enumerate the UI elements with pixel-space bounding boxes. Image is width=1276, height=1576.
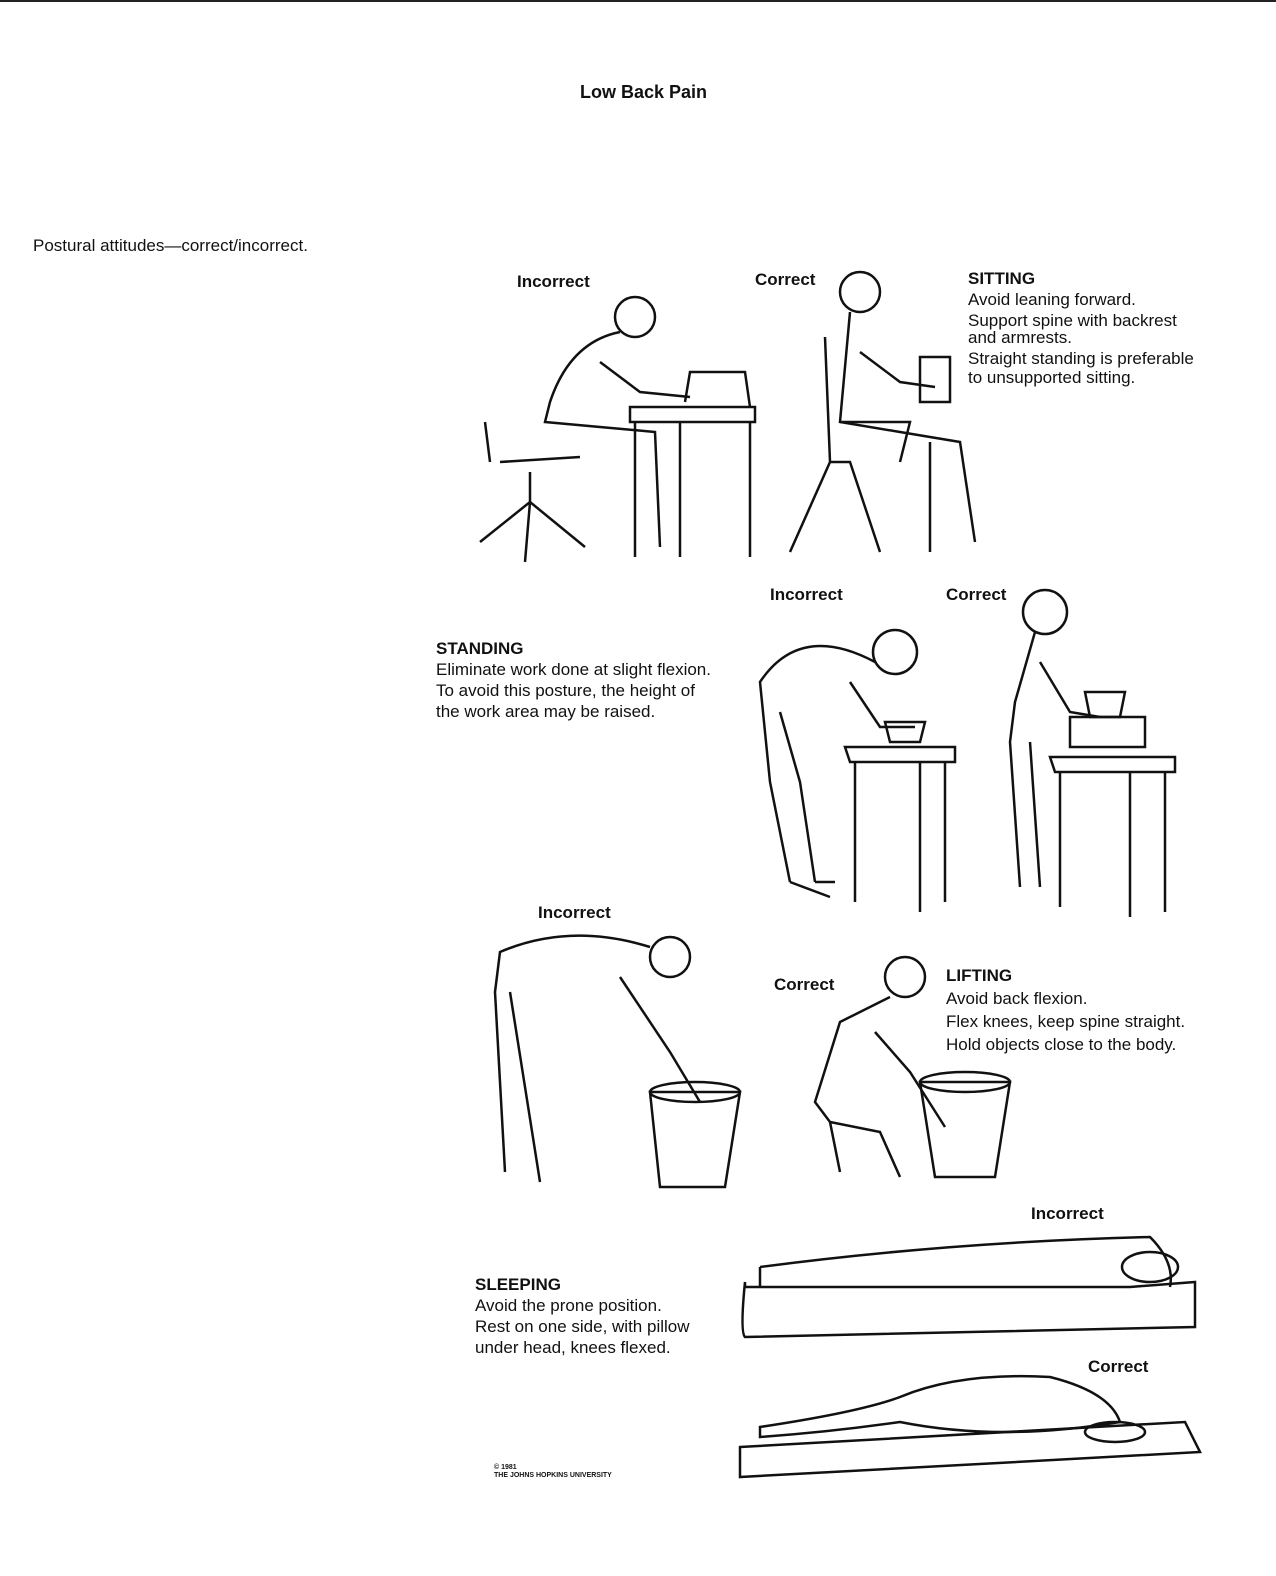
sitting-heading: SITTING — [968, 269, 1036, 288]
sleeping-line: Rest on one side, with pillow — [475, 1317, 690, 1336]
copyright-year: © 1981 — [494, 1464, 517, 1471]
lifting-incorrect-illustration — [493, 934, 742, 1189]
lifting-incorrect-label: Incorrect — [538, 903, 611, 922]
sitting-section: SITTING Avoid leaning forward. Support s… — [968, 268, 1194, 388]
sleeping-line: Avoid the prone position. — [475, 1296, 662, 1315]
sitting-incorrect-illustration — [479, 295, 757, 563]
sitting-line: to unsupported sitting. — [968, 368, 1136, 387]
sleeping-incorrect-label: Incorrect — [1031, 1204, 1104, 1223]
sleeping-correct-illustration — [738, 1374, 1202, 1479]
sitting-correct-illustration — [788, 270, 977, 553]
standing-correct-illustration — [1008, 588, 1177, 917]
lifting-correct-label: Correct — [774, 975, 835, 994]
lifting-heading: LIFTING — [946, 966, 1013, 985]
lifting-line: Avoid back flexion. — [946, 989, 1088, 1008]
sleeping-correct-label: Correct — [1088, 1357, 1149, 1376]
sitting-line: Support spine with backrest — [968, 311, 1177, 330]
lifting-line: Flex knees, keep spine straight. — [946, 1012, 1186, 1031]
copyright-notice: © 1981 THE JOHNS HOPKINS UNIVERSITY — [494, 1464, 612, 1480]
lifting-line: Hold objects close to the body. — [946, 1035, 1177, 1054]
standing-correct-label: Correct — [946, 585, 1007, 604]
sleeping-heading: SLEEPING — [475, 1275, 561, 1294]
standing-line: the work area may be raised. — [436, 702, 656, 721]
sleeping-incorrect-illustration — [741, 1235, 1197, 1339]
figure-caption: Postural attitudes—correct/incorrect. — [33, 236, 308, 255]
lifting-section: LIFTING Avoid back flexion. Flex knees, … — [946, 964, 1185, 1056]
sitting-line: and armrests. — [968, 328, 1072, 347]
standing-incorrect-label: Incorrect — [770, 585, 843, 604]
copyright-holder: THE JOHNS HOPKINS UNIVERSITY — [494, 1472, 612, 1479]
sleeping-line: under head, knees flexed. — [475, 1338, 671, 1357]
sitting-incorrect-label: Incorrect — [517, 272, 590, 291]
sitting-correct-label: Correct — [755, 270, 816, 289]
sleeping-section: SLEEPING Avoid the prone position. Rest … — [475, 1274, 690, 1358]
page-title: Low Back Pain — [580, 82, 708, 102]
standing-incorrect-illustration — [758, 628, 957, 912]
standing-line: Eliminate work done at slight flexion. — [436, 660, 711, 679]
lifting-correct-illustration — [813, 955, 1012, 1179]
sitting-line: Avoid leaning forward. — [968, 290, 1136, 309]
standing-heading: STANDING — [436, 639, 524, 658]
standing-line: To avoid this posture, the height of — [436, 681, 695, 700]
sitting-line: Straight standing is preferable — [968, 349, 1194, 368]
standing-section: STANDING Eliminate work done at slight f… — [436, 638, 711, 722]
